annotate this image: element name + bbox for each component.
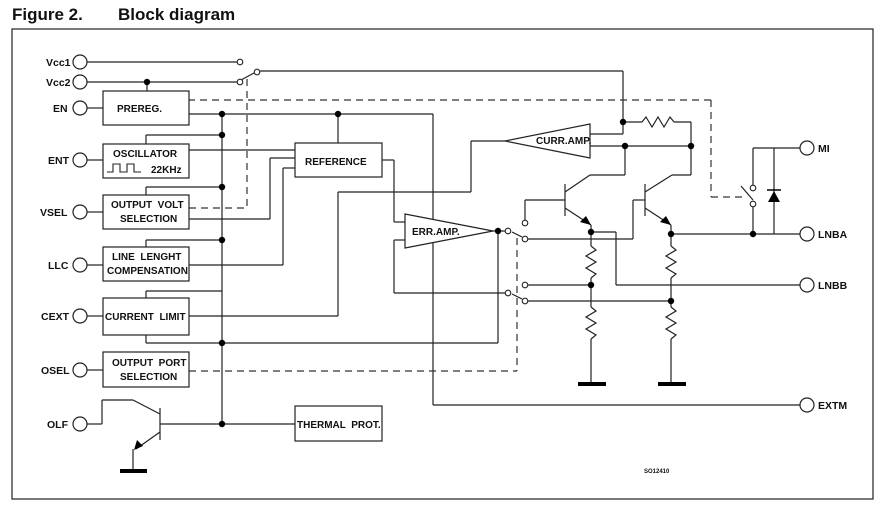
figure-title: Figure 2. Block diagram: [12, 5, 235, 25]
pin-terminal-icon: [799, 140, 815, 156]
pin-extm: EXTM: [799, 397, 847, 413]
figure-caption: Block diagram: [118, 5, 236, 24]
block-output-port-selection: OUTPUT PORT SELECTION: [102, 351, 190, 388]
pin-label: LLC: [48, 260, 69, 272]
pin-vsel: VSEL: [40, 204, 88, 220]
wires: [87, 61, 800, 470]
oscillator-frequency: 22KHz: [151, 165, 182, 176]
pin-en: EN: [53, 100, 88, 116]
pin-terminal-icon: [72, 308, 88, 324]
pin-label: OSEL: [41, 365, 70, 377]
pin-terminal-icon: [799, 277, 815, 293]
block-output-volt-selection: OUTPUT VOLT SELECTION: [102, 194, 190, 230]
pin-label: Vcc2: [46, 77, 71, 89]
pin-osel: OSEL: [41, 362, 88, 378]
pin-terminal-icon: [799, 397, 815, 413]
pin-ent: ENT: [48, 152, 88, 168]
pin-label: Vcc1: [46, 57, 71, 69]
block-oscillator: OSCILLATOR 22KHz: [102, 143, 190, 179]
current-limit-label: CURRENT LIMIT: [105, 312, 186, 323]
transistor-arrow-icon: [134, 440, 143, 450]
block-prereg: PREREG.: [102, 90, 190, 126]
control-lines: [188, 79, 745, 372]
pin-terminal-icon: [72, 152, 88, 168]
pin-terminal-icon: [72, 204, 88, 220]
pin-label: LNBB: [818, 280, 848, 292]
block-line-length-compensation: LINE LENGHT COMPENSATION: [102, 246, 190, 282]
error-amplifier: ERR.AMP.: [404, 213, 494, 249]
transistor-arrow-icon: [660, 216, 671, 225]
pin-terminal-icon: [72, 74, 88, 90]
output-volt-label-2: SELECTION: [120, 214, 177, 225]
pin-label: VSEL: [40, 207, 68, 219]
block-reference: REFERENCE: [294, 142, 383, 178]
pin-terminal-icon: [799, 226, 815, 242]
switch-contacts: [236, 58, 757, 305]
transistor-arrow-icon: [580, 216, 591, 225]
pin-vcc1: Vcc1: [46, 54, 88, 70]
pin-terminal-icon: [72, 257, 88, 273]
pin-label: MI: [818, 143, 830, 155]
diode-icon: [767, 189, 781, 202]
err-amp-label: ERR.AMP.: [412, 227, 460, 238]
reference-label: REFERENCE: [305, 157, 367, 168]
pin-label: CEXT: [41, 311, 70, 323]
drawing-code: SO12410: [644, 469, 670, 475]
current-amplifier: CURR.AMP.: [504, 123, 592, 159]
line-length-label-2: COMPENSATION: [107, 266, 188, 277]
pin-label: ENT: [48, 155, 70, 167]
pin-terminal-icon: [72, 362, 88, 378]
curr-amp-label: CURR.AMP.: [536, 136, 592, 147]
oscillator-label: OSCILLATOR: [113, 149, 178, 160]
block-thermal-protection: THERMAL PROT.: [294, 405, 383, 442]
pin-mi: MI: [799, 140, 830, 156]
pin-label: EN: [53, 103, 68, 115]
pin-lnbb: LNBB: [799, 277, 848, 293]
diagram-frame: [11, 28, 874, 500]
pin-label: LNBA: [818, 229, 848, 241]
pin-label: OLF: [47, 419, 69, 431]
pin-label: EXTM: [818, 400, 847, 412]
junction-dots: [143, 78, 757, 428]
prereg-label: PREREG.: [117, 104, 162, 115]
output-port-label-1: OUTPUT PORT: [112, 358, 186, 369]
line-length-label-1: LINE LENGHT: [112, 252, 181, 263]
figure-number: Figure 2.: [12, 5, 83, 24]
pin-terminal-icon: [72, 100, 88, 116]
pin-cext: CEXT: [41, 308, 88, 324]
pin-lnba: LNBA: [799, 226, 848, 242]
pin-vcc2: Vcc2: [46, 74, 88, 90]
pin-llc: LLC: [48, 257, 88, 273]
pin-olf: OLF: [47, 416, 88, 432]
square-wave-icon: [107, 163, 141, 173]
output-port-label-2: SELECTION: [120, 372, 177, 383]
output-volt-label-1: OUTPUT VOLT: [111, 200, 184, 211]
pin-terminal-icon: [72, 416, 88, 432]
thermal-prot-label: THERMAL PROT.: [297, 420, 381, 431]
pin-terminal-icon: [72, 54, 88, 70]
block-current-limit: CURRENT LIMIT: [102, 297, 190, 336]
